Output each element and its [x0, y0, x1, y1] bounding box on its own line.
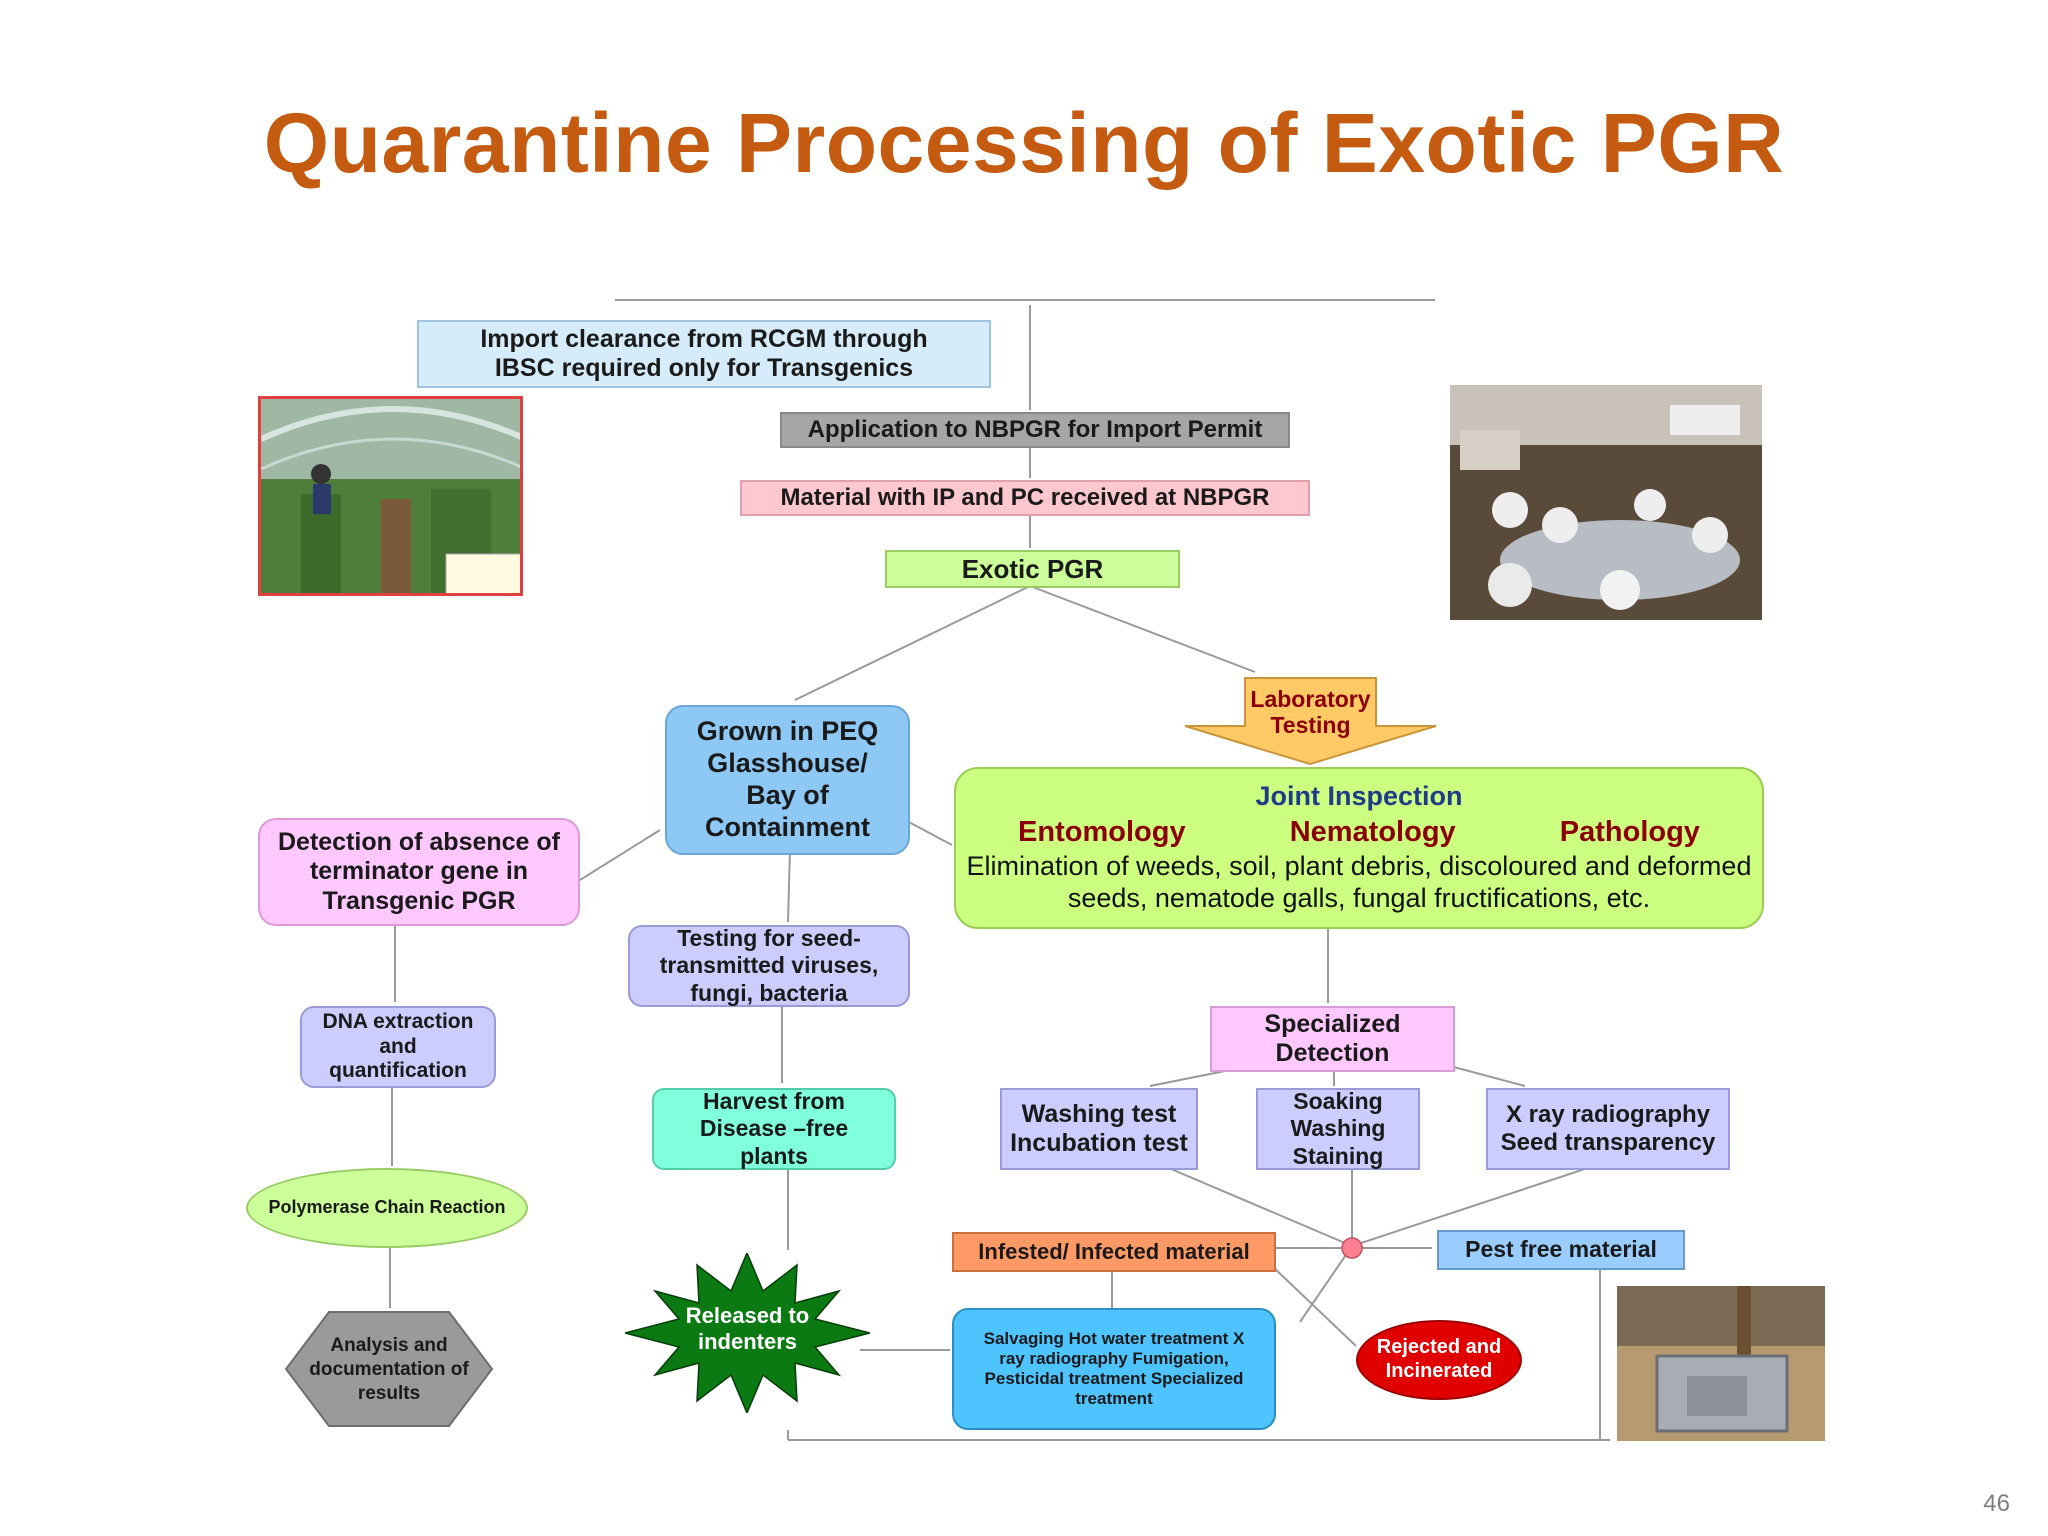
joint-inspection-body: Elimination of weeds, soil, plant debris… — [966, 851, 1752, 914]
laboratory-testing-label: Laboratory Testing — [1250, 686, 1371, 739]
rejected-ellipse: Rejected and Incinerated — [1356, 1320, 1522, 1400]
analysis-label: Analysis and documentation of results — [309, 1335, 469, 1404]
import-clearance-box: Import clearance from RCGM through IBSC … — [417, 320, 991, 388]
page-number: 46 — [1983, 1490, 2010, 1517]
pcr-ellipse: Polymerase Chain Reaction — [246, 1168, 528, 1248]
exotic-pgr-box: Exotic PGR — [885, 550, 1180, 588]
incinerator-photo — [1617, 1286, 1825, 1441]
greenhouse-photo — [258, 396, 523, 596]
joint-inspection-title: Joint Inspection — [1255, 781, 1463, 812]
joint-inspection-box: Joint Inspection Entomology Nematology P… — [954, 767, 1764, 929]
salvaging-box: Salvaging Hot water treatment X ray radi… — [952, 1308, 1276, 1430]
laboratory-photo — [1450, 385, 1762, 620]
terminator-detection-box: Detection of absence of terminator gene … — [258, 818, 580, 926]
dna-extraction-box: DNA extraction and quantification — [300, 1006, 496, 1088]
soaking-box: Soaking Washing Staining — [1256, 1088, 1420, 1170]
seed-testing-box: Testing for seed-transmitted viruses, fu… — [628, 925, 910, 1007]
infested-material-box: Infested/ Infected material — [952, 1232, 1276, 1272]
application-box: Application to NBPGR for Import Permit — [780, 412, 1290, 448]
analysis-hexagon: Analysis and documentation of results — [284, 1310, 494, 1428]
xray-box: X ray radiography Seed transparency — [1486, 1088, 1730, 1170]
laboratory-testing-arrow: Laboratory Testing — [1183, 676, 1438, 766]
discipline-entomology: Entomology — [1018, 815, 1186, 848]
released-starburst: Released to indenters — [625, 1253, 870, 1413]
specialized-detection-box: Specialized Detection — [1210, 1006, 1455, 1072]
pest-free-material-box: Pest free material — [1437, 1230, 1685, 1270]
grown-peq-box: Grown in PEQ Glasshouse/ Bay of Containm… — [665, 705, 910, 855]
washing-test-box: Washing test Incubation test — [1000, 1088, 1198, 1170]
slide-title: Quarantine Processing of Exotic PGR — [263, 96, 1785, 190]
discipline-nematology: Nematology — [1289, 815, 1456, 848]
discipline-row: Entomology Nematology Pathology — [966, 815, 1752, 849]
released-label: Released to indenters — [685, 1303, 810, 1355]
harvest-box: Harvest from Disease –free plants — [652, 1088, 896, 1170]
discipline-pathology: Pathology — [1559, 815, 1700, 848]
material-received-box: Material with IP and PC received at NBPG… — [740, 480, 1310, 516]
